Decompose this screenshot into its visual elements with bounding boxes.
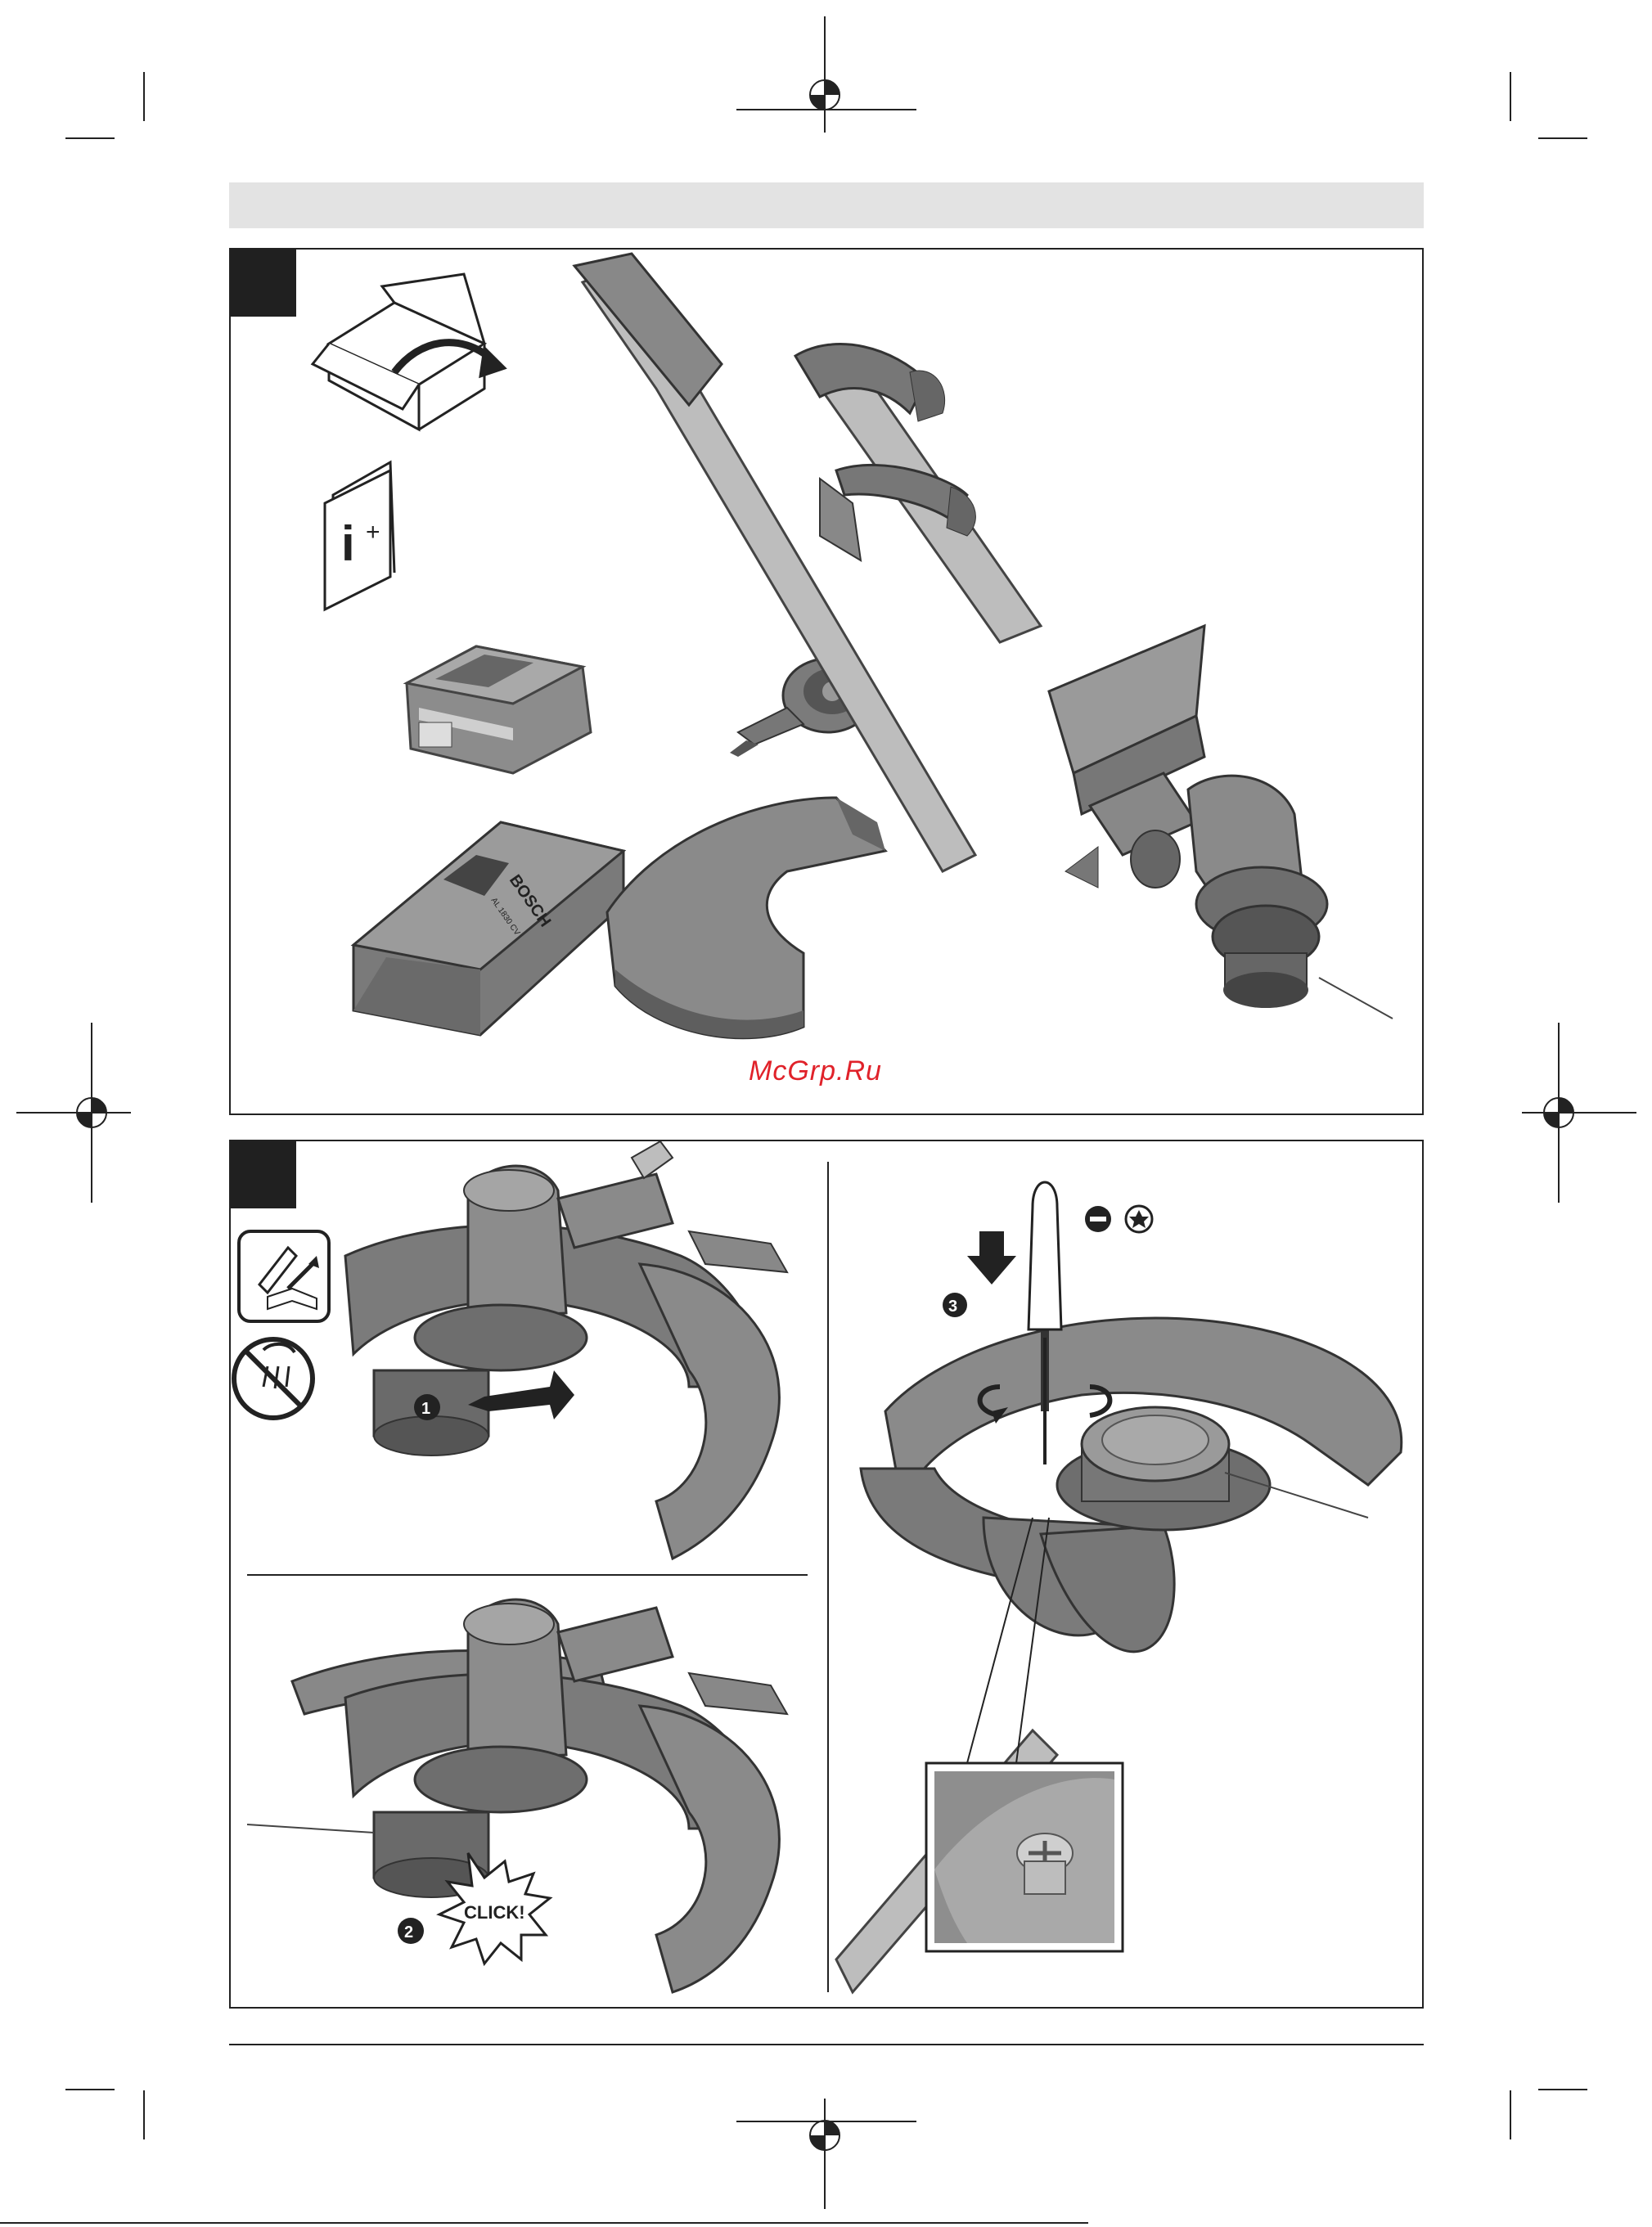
step-2-label: 2 [404, 1923, 413, 1941]
step3-illustration: 3 [836, 1182, 1402, 1992]
top-panel-illustration: i + BOSCH AL 1830 CV [231, 250, 1422, 1114]
step-3-label: 3 [948, 1298, 957, 1316]
torx-icon [1126, 1206, 1152, 1232]
click-text: CLICK! [464, 1902, 525, 1923]
box-icon [313, 274, 505, 430]
header-bar [229, 182, 1424, 228]
svg-text:+: + [366, 519, 380, 546]
no-water-icon [234, 1339, 313, 1418]
bottom-edge-rule [0, 2222, 1088, 2224]
step2-illustration: CLICK! 2 [247, 1599, 787, 1992]
footer-rule [229, 2044, 1424, 2045]
bottom-panel-illustration: 1 CLICK! 2 [231, 1141, 1422, 2007]
battery-charger: BOSCH AL 1830 CV [353, 822, 623, 1035]
svg-text:i: i [341, 516, 355, 571]
figure-panel-top: i + BOSCH AL 1830 CV [229, 248, 1424, 1115]
step-1-label: 1 [421, 1400, 430, 1418]
watermark: McGrp.Ru [749, 1055, 945, 1096]
slotted-icon [1085, 1206, 1111, 1232]
guard [607, 798, 885, 1038]
battery-pack [407, 646, 591, 773]
figure-panel-bottom: 1 CLICK! 2 [229, 1140, 1424, 2009]
step1-illustration: 1 [345, 1141, 787, 1559]
assembly-tools-icon [239, 1231, 329, 1321]
manual-info-icon: i + [325, 462, 394, 610]
screw-detail-inset [926, 1763, 1123, 1951]
